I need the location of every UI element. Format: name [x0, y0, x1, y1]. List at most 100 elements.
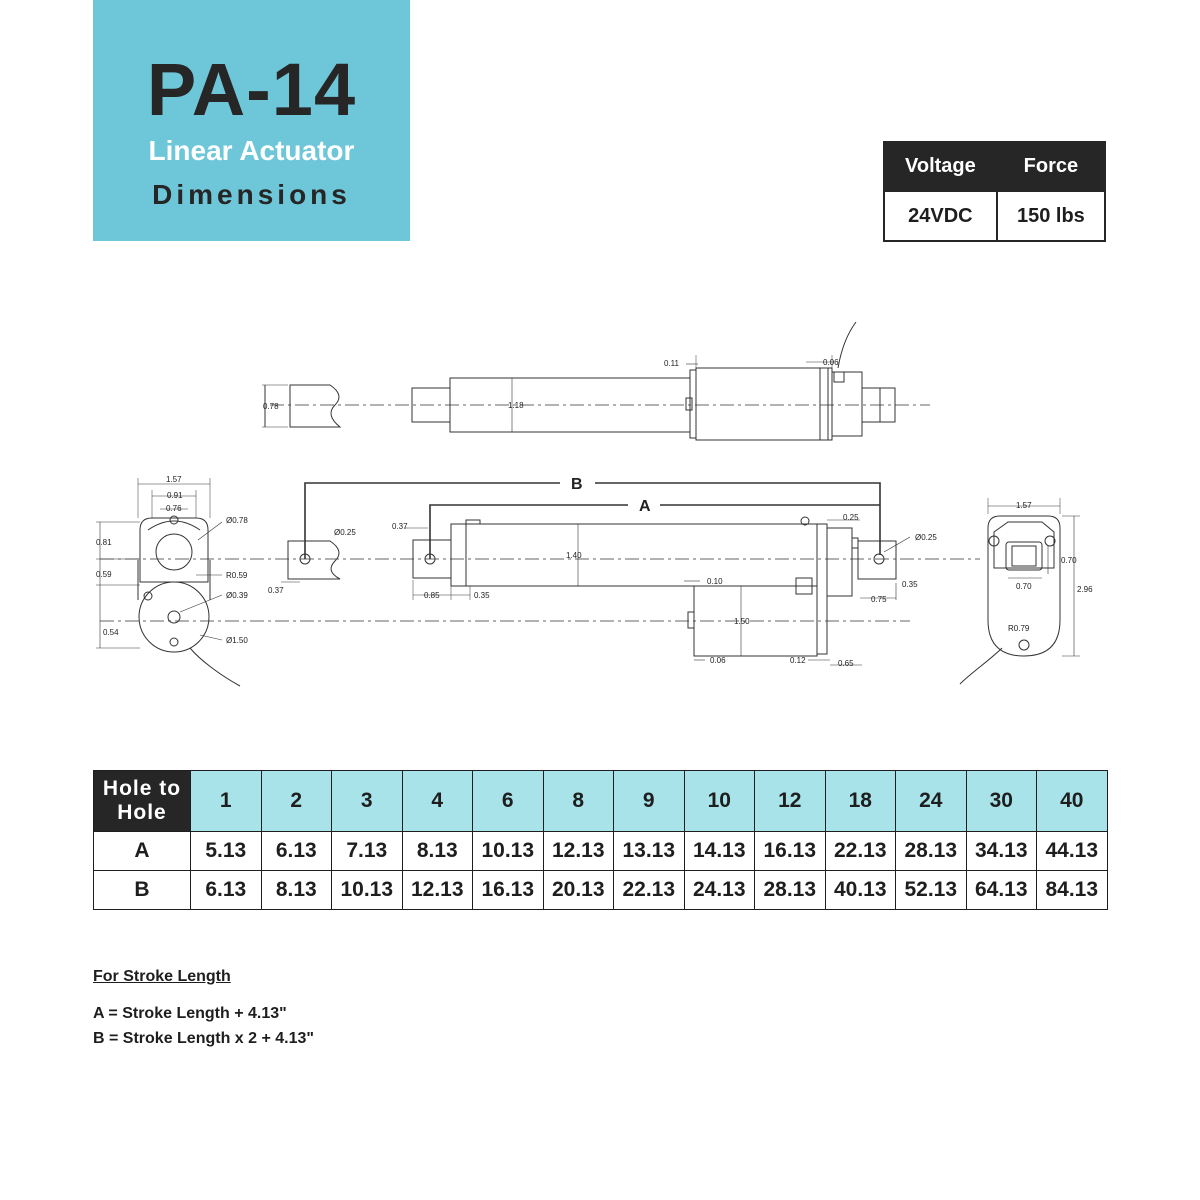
end-view [959, 498, 1080, 685]
table-cell: 28.13 [895, 831, 967, 871]
row-label: B [93, 870, 191, 910]
stroke-header-cell: 24 [895, 770, 967, 832]
dim-side-r-059: R0.59 [226, 571, 248, 580]
dim-main-150: 1.50 [734, 617, 750, 626]
dim-side-054: 0.54 [103, 628, 119, 637]
page-subtitle: Dimensions [152, 179, 351, 210]
dim-end-070-v: 0.70 [1061, 556, 1077, 565]
hole-to-hole-header: Hole to Hole [93, 770, 191, 832]
dim-side-157: 1.57 [166, 475, 182, 484]
dim-main-075: 0.75 [871, 595, 887, 604]
dim-main-006: 0.06 [710, 656, 726, 665]
dim-main-dia-025-right: Ø0.25 [915, 533, 937, 542]
table-cell: 20.13 [542, 870, 614, 910]
dim-main-037-left: 0.37 [268, 586, 284, 595]
table-cell: 16.13 [754, 831, 826, 871]
dim-main-037-top: 0.37 [392, 522, 408, 531]
table-cell: 6.13 [260, 831, 332, 871]
label-a: A [639, 498, 651, 515]
model-name: PA-14 [146, 48, 357, 131]
side-view [96, 478, 980, 687]
table-cell: 10.13 [472, 831, 544, 871]
dim-end-070-h: 0.70 [1016, 582, 1032, 591]
dim-side-059: 0.59 [96, 570, 112, 579]
dim-end-r-079: R0.79 [1008, 624, 1030, 633]
dim-main-140: 1.40 [566, 551, 582, 560]
dim-top-011: 0.11 [664, 359, 680, 368]
dimension-drawing: 0.78 1.18 0.11 0.06 1.57 0.91 0.76 0.81 … [96, 321, 1093, 687]
table-cell: 12.13 [542, 831, 614, 871]
dim-side-091: 0.91 [167, 491, 183, 500]
dim-side-dia-039: Ø0.39 [226, 591, 248, 600]
top-view [262, 321, 930, 441]
dim-side-081: 0.81 [96, 538, 112, 547]
table-cell: 7.13 [331, 831, 403, 871]
table-cell: 10.13 [331, 870, 403, 910]
product-type: Linear Actuator [148, 135, 355, 166]
stroke-header-cell: 18 [824, 770, 896, 832]
dim-main-010: 0.10 [707, 577, 723, 586]
table-cell: 52.13 [895, 870, 967, 910]
table-cell: 28.13 [754, 870, 826, 910]
force-header: Force [995, 141, 1107, 192]
table-cell: 5.13 [190, 831, 262, 871]
dim-side-dia-078: Ø0.78 [226, 516, 248, 525]
stroke-header-cell: 1 [190, 770, 262, 832]
dim-main-035-left: 0.35 [474, 591, 490, 600]
stroke-header-cell: 40 [1036, 770, 1108, 832]
stroke-header-cell: 3 [331, 770, 403, 832]
table-cell: 64.13 [965, 870, 1037, 910]
dim-top-078: 0.78 [263, 402, 279, 411]
table-cell: 12.13 [401, 870, 473, 910]
row-label: A [93, 831, 191, 871]
table-cell: 40.13 [824, 870, 896, 910]
table-cell: 14.13 [683, 831, 755, 871]
dim-side-dia-150: Ø1.50 [226, 636, 248, 645]
dim-main-025: 0.25 [843, 513, 859, 522]
label-b: B [571, 476, 583, 493]
formula-b: B = Stroke Length x 2 + 4.13" [93, 1030, 314, 1047]
table-cell: 34.13 [965, 831, 1037, 871]
dim-end-157: 1.57 [1016, 501, 1032, 510]
formula-a: A = Stroke Length + 4.13" [93, 1005, 287, 1022]
spec-table: Voltage Force 24VDC 150 lbs [883, 141, 1107, 242]
dim-main-012: 0.12 [790, 656, 806, 665]
stroke-header-cell: 8 [542, 770, 614, 832]
table-cell: 22.13 [613, 870, 685, 910]
voltage-header: Voltage [883, 141, 998, 192]
table-cell: 13.13 [613, 831, 685, 871]
notes-heading: For Stroke Length [93, 968, 231, 985]
table-cell: 8.13 [260, 870, 332, 910]
corner-line-1: Hole to [102, 777, 182, 800]
table-cell: 44.13 [1036, 831, 1108, 871]
title-block: PA-14 Linear Actuator Dimensions [93, 0, 410, 241]
table-cell: 8.13 [401, 831, 473, 871]
stroke-header-cell: 12 [754, 770, 826, 832]
force-value: 150 lbs [995, 190, 1107, 242]
table-cell: 6.13 [190, 870, 262, 910]
table-cell: 84.13 [1036, 870, 1108, 910]
stroke-header-cell: 9 [613, 770, 685, 832]
dim-end-296: 2.96 [1077, 585, 1093, 594]
dim-main-085: 0.85 [424, 591, 440, 600]
table-cell: 22.13 [824, 831, 896, 871]
dim-main-035-right: 0.35 [902, 580, 918, 589]
dim-side-076: 0.76 [166, 504, 182, 513]
corner-line-2: Hole [117, 801, 167, 824]
main-view [281, 482, 911, 666]
table-cell: 16.13 [472, 870, 544, 910]
table-cell: 24.13 [683, 870, 755, 910]
stroke-header-cell: 30 [965, 770, 1037, 832]
stroke-header-cell: 6 [472, 770, 544, 832]
dim-top-006: 0.06 [823, 358, 839, 367]
stroke-header-cell: 10 [683, 770, 755, 832]
dim-main-065: 0.65 [838, 659, 854, 668]
stroke-header-cell: 4 [401, 770, 473, 832]
dim-top-118: 1.18 [508, 401, 524, 410]
voltage-value: 24VDC [883, 190, 998, 242]
